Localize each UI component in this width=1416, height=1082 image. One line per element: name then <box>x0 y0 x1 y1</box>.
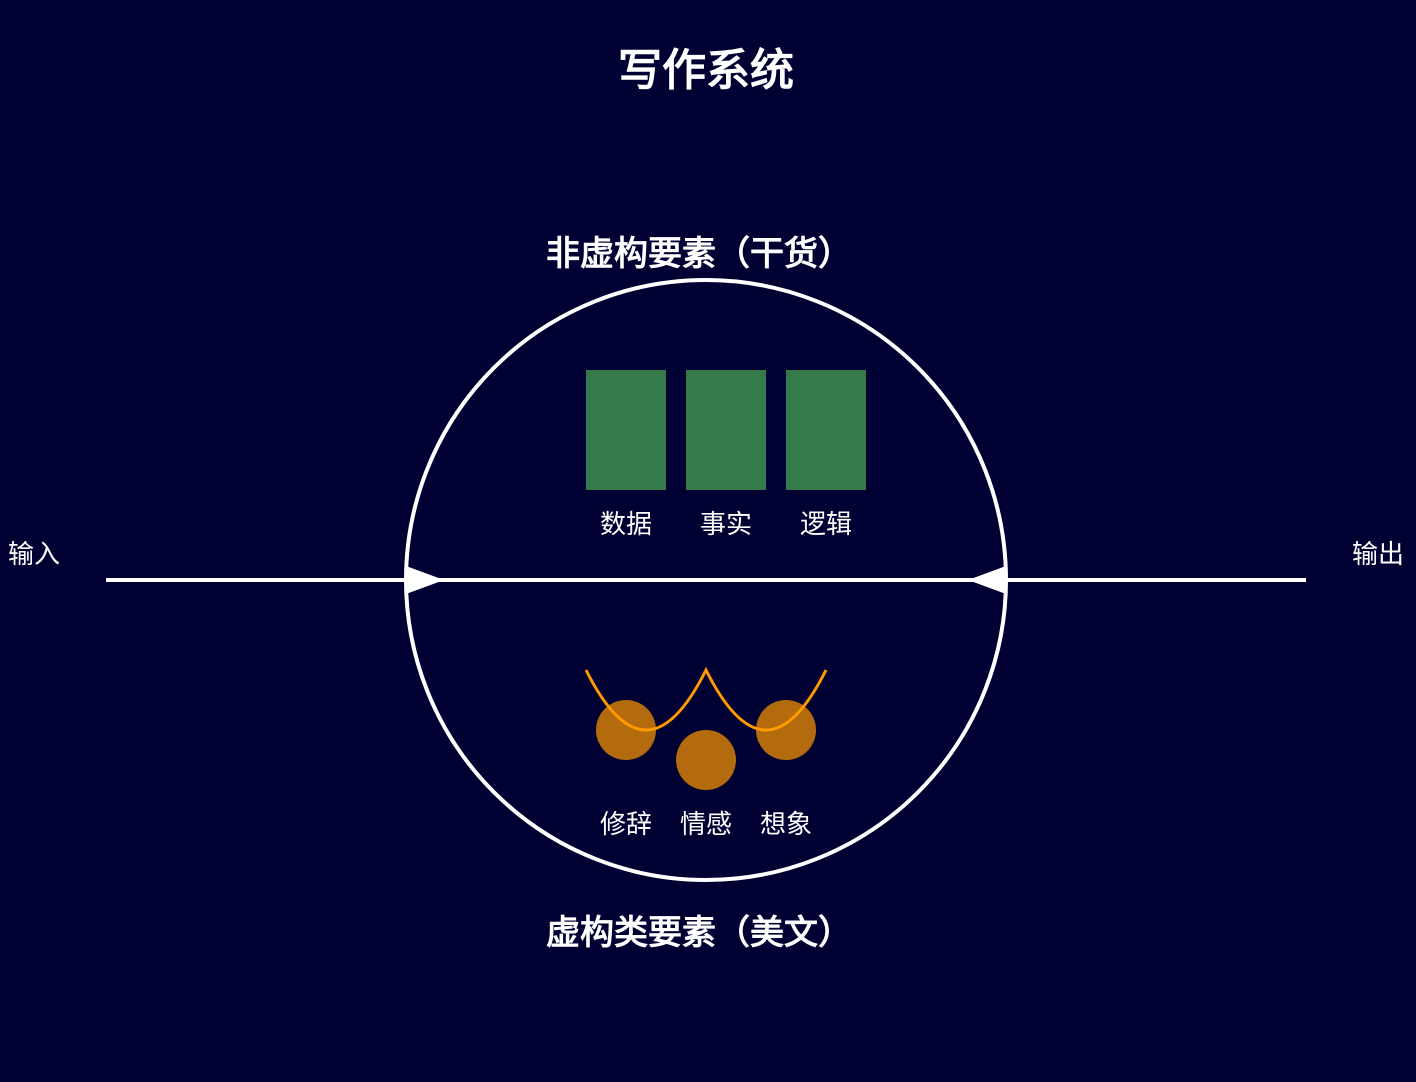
input-arrow-icon <box>406 566 444 594</box>
item-rhetoric: 修辞 <box>599 810 653 840</box>
input-label: 输入 <box>7 540 61 570</box>
page-title: 写作系统 <box>618 45 794 96</box>
block-facts <box>686 370 766 490</box>
block-logic <box>786 370 866 490</box>
bottom-section-label: 虚构类要素（美文） <box>546 913 852 953</box>
top-section-label: 非虚构要素（干货） <box>546 234 852 274</box>
item-logic: 逻辑 <box>799 510 853 540</box>
dot-emotion <box>676 730 736 790</box>
output-arrow-icon <box>968 566 1006 594</box>
dot-rhetoric <box>596 700 656 760</box>
dot-imagination <box>756 700 816 760</box>
item-emotion: 情感 <box>679 810 733 840</box>
item-facts: 事实 <box>699 510 753 540</box>
item-imagination: 想象 <box>759 810 813 840</box>
block-data <box>586 370 666 490</box>
wave-curve <box>584 666 828 732</box>
item-data: 数据 <box>599 510 653 540</box>
output-label: 输出 <box>1351 540 1405 570</box>
